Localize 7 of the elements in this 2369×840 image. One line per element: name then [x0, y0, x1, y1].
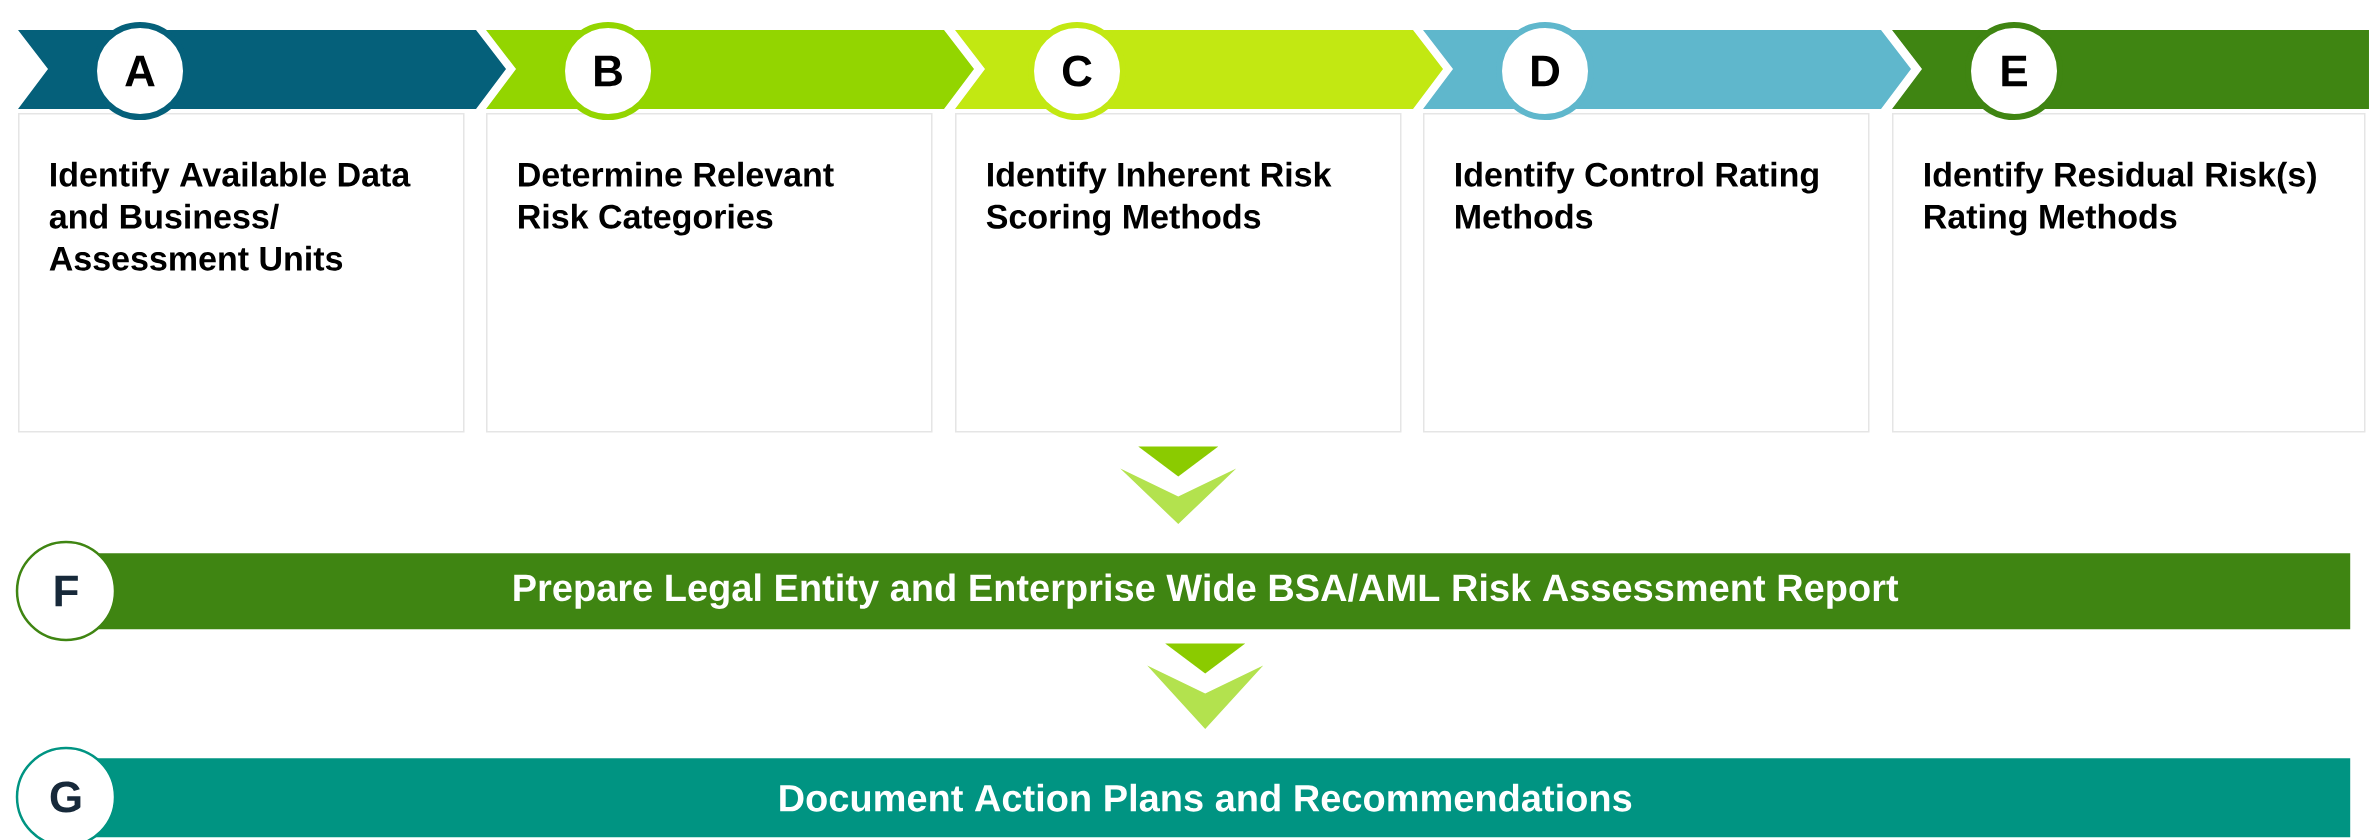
step-card: Identify Inherent Risk Scoring Methods: [955, 113, 1402, 433]
step-card: Determine Relevant Risk Categories: [486, 113, 933, 433]
down-chevron-arrow: [1120, 446, 1237, 524]
step-card: Identify Residual Risk(s) Rating Methods: [1892, 113, 2366, 433]
step-card: Identify Available Data and Business/ Assessment Units: [18, 113, 465, 433]
step-card: Identify Control Rating Methods: [1423, 113, 1870, 433]
down-chevron-arrow: [1147, 643, 1264, 729]
